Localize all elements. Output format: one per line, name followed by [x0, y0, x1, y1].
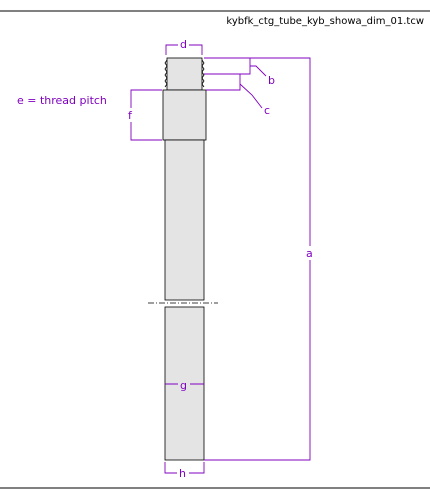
dim-c-line: [206, 74, 241, 91]
dim-c-leader: [239, 83, 263, 109]
dim-d-label: d: [180, 38, 187, 51]
thread-notches: [164, 59, 205, 88]
fork-tube: [162, 57, 207, 461]
dim-f-label-bg: [125, 108, 137, 122]
dim-h-label-bg: [177, 466, 189, 480]
dim-a-line: [204, 57, 311, 461]
drawing-filename: kybfk_ctg_tube_kyb_showa_dim_01.tcw: [226, 16, 424, 27]
dim-g-label: g: [180, 379, 187, 392]
dim-d-label-bg: [178, 38, 189, 51]
thread-section: [166, 57, 203, 91]
dimension-lines: [130, 44, 311, 474]
dim-b-leader: [250, 65, 267, 77]
dim-f-label: f: [128, 109, 133, 122]
dim-g-label-bg: [178, 378, 190, 392]
dim-b-label: b: [268, 74, 275, 87]
dim-a-label: a: [306, 247, 313, 260]
dim-h-label: h: [179, 467, 186, 480]
dim-c-label: c: [264, 104, 270, 117]
collar-section: [162, 89, 207, 141]
dim-b-line: [204, 57, 251, 75]
dim-a-label-bg: [304, 246, 316, 260]
upper-tube: [164, 139, 205, 301]
thread-pitch-note: e = thread pitch: [17, 94, 107, 107]
